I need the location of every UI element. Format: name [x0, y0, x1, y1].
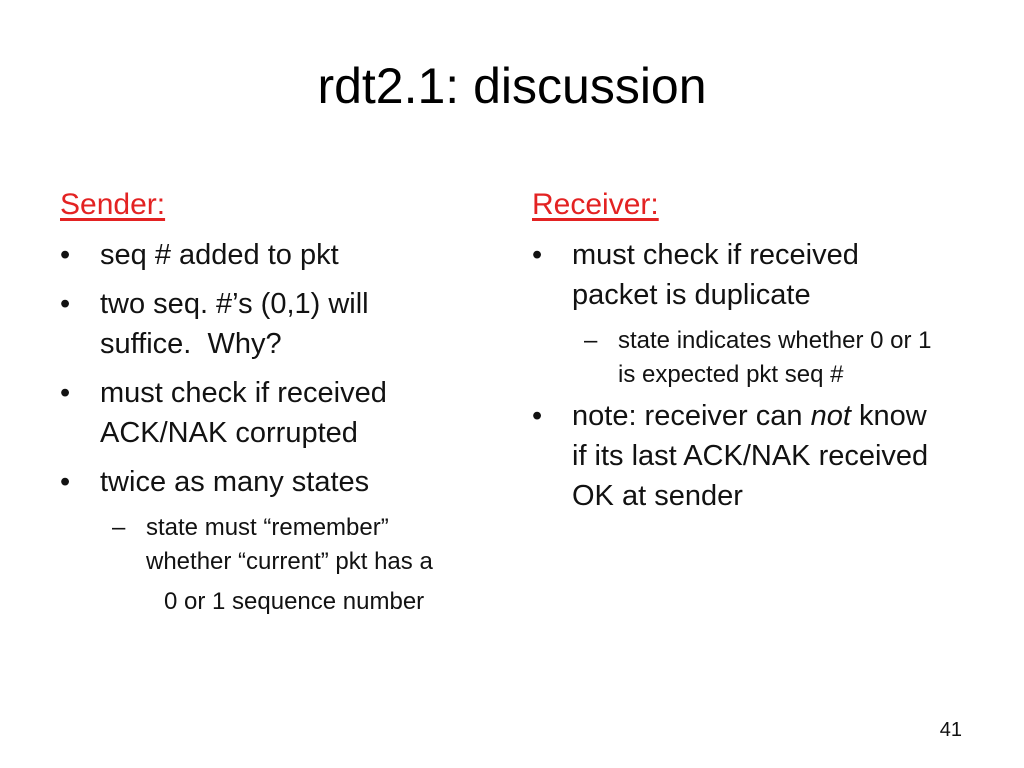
text-line: must check if received — [100, 377, 387, 409]
list-item-text: twice as many states — [100, 462, 518, 502]
sub-list-item: – state indicates whether 0 or 1 is expe… — [532, 324, 1004, 392]
text-line: suffice. Why? — [100, 328, 282, 360]
bullet-marker: • — [60, 239, 71, 271]
text-line: seq # added to pkt — [100, 239, 339, 271]
list-item-text: must check if received packet is duplica… — [572, 235, 1004, 315]
italic-text-run: not — [810, 400, 851, 432]
list-item-text: must check if received ACK/NAK corrupted — [100, 373, 518, 453]
list-item-text: note: receiver can not know if its last … — [572, 396, 1004, 516]
receiver-heading: Receiver: — [532, 188, 659, 221]
list-item: • must check if received ACK/NAK corrupt… — [60, 373, 518, 453]
list-item: • seq # added to pkt — [60, 235, 518, 275]
list-item: • twice as many states — [60, 462, 518, 502]
text-line: OK at sender — [572, 480, 743, 512]
text-run: note: receiver can — [572, 400, 811, 432]
list-item: • two seq. #’s (0,1) will suffice. Why? — [60, 284, 518, 364]
bullet-marker: • — [60, 377, 71, 409]
text-line: whether “current” pkt has a — [146, 548, 433, 575]
bullet-marker: • — [532, 400, 543, 432]
text-line: if its last ACK/NAK received — [572, 440, 929, 472]
list-item-text: 0 or 1 sequence number — [164, 585, 518, 619]
text-line: twice as many states — [100, 466, 370, 498]
bullet-marker: • — [60, 288, 71, 320]
text-line: two seq. #’s (0,1) will — [100, 288, 369, 320]
slide-title: rdt2.1: discussion — [317, 58, 707, 114]
bullet-marker: • — [532, 239, 543, 271]
list-item-text: state must “remember” whether “current” … — [146, 511, 518, 579]
list-item-text: state indicates whether 0 or 1 is expect… — [618, 324, 1004, 392]
list-item-text: two seq. #’s (0,1) will suffice. Why? — [100, 284, 518, 364]
list-item: • note: receiver can not know if its las… — [532, 396, 1004, 516]
list-item: • must check if received packet is dupli… — [532, 235, 1004, 315]
bullet-marker: • — [60, 466, 71, 498]
text-line: ACK/NAK corrupted — [100, 417, 358, 449]
sender-heading: Sender: — [60, 188, 166, 221]
dash-marker: – — [112, 514, 126, 541]
text-line: is expected pkt seq # — [618, 361, 844, 388]
sub-sub-list-item: 0 or 1 sequence number — [60, 585, 518, 619]
text-line: note: receiver can not know — [572, 396, 1004, 436]
text-line: state must “remember” — [146, 514, 389, 541]
sub-list-item: – state must “remember” whether “current… — [60, 511, 518, 579]
text-run: know — [850, 400, 927, 432]
page-number: 41 — [939, 719, 962, 741]
receiver-column: Receiver: • must check if received packe… — [532, 186, 1004, 525]
text-line: packet is duplicate — [572, 279, 811, 311]
text-line: must check if received — [572, 239, 859, 271]
dash-marker: – — [584, 327, 598, 354]
text-line: 0 or 1 sequence number — [164, 588, 425, 615]
sender-column: Sender: • seq # added to pkt • two seq. … — [60, 186, 518, 619]
text-line: state indicates whether 0 or 1 — [618, 327, 932, 354]
list-item-text: seq # added to pkt — [100, 235, 518, 275]
